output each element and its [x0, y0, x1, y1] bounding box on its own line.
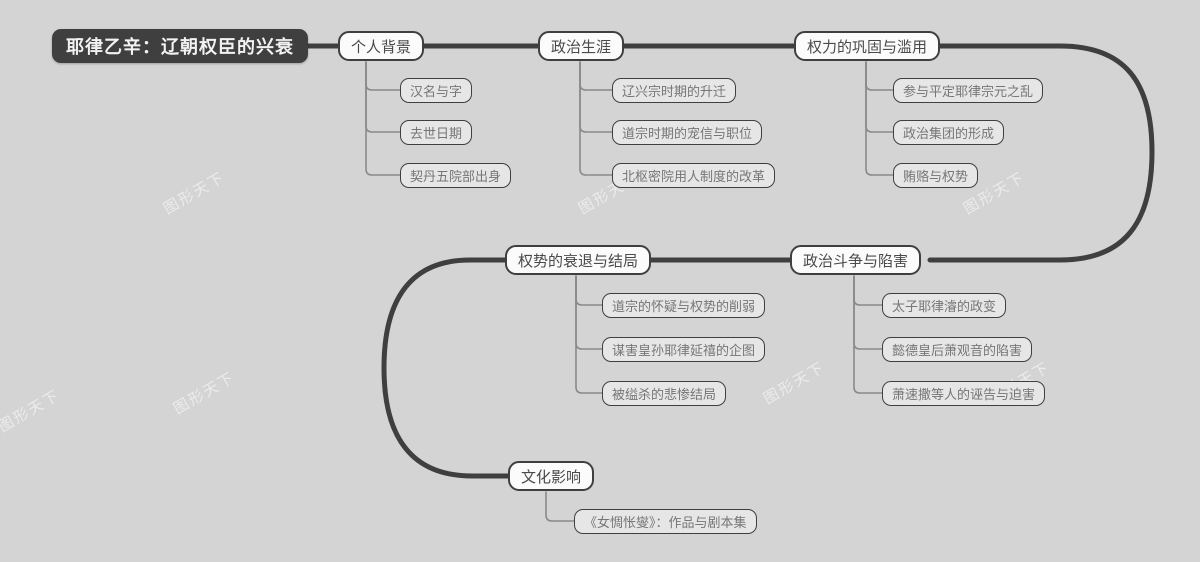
link-culture-child-1: [545, 491, 575, 522]
branch-node-political-career[interactable]: 政治生涯: [538, 31, 625, 61]
leaf-node-bureau-reform[interactable]: 北枢密院用人制度的改革: [612, 163, 776, 188]
leaf-node-false-accusation[interactable]: 萧速撒等人的诬告与迫害: [882, 381, 1046, 406]
leaf-node-death-date[interactable]: 去世日期: [400, 120, 473, 145]
link-decline-child-3: [575, 275, 603, 394]
link-career-child-3: [579, 61, 613, 176]
link-struggle-child-1: [853, 275, 883, 306]
link-power-child-2: [865, 61, 894, 133]
branch-node-cultural-influence[interactable]: 文化影响: [508, 461, 595, 491]
leaf-node-faction-formation[interactable]: 政治集团的形成: [893, 120, 1005, 145]
leaf-node-xingzong-promotion[interactable]: 辽兴宗时期的升迁: [612, 78, 737, 103]
branch-node-personal-background[interactable]: 个人背景: [338, 31, 425, 61]
leaf-node-khitan-origin[interactable]: 契丹五院部出身: [400, 163, 512, 188]
link-decline-child-1: [575, 275, 603, 306]
branch-node-power-consolidation[interactable]: 权力的巩固与滥用: [794, 31, 941, 61]
link-power-child-1: [865, 61, 894, 91]
link-personal-child-2: [365, 61, 401, 133]
leaf-node-daozong-favor[interactable]: 道宗时期的宠信与职位: [612, 120, 763, 145]
link-career-child-2: [579, 61, 613, 133]
link-power-child-3: [865, 61, 894, 176]
watermark: 图形天下: [0, 386, 64, 436]
link-decline-child-2: [575, 275, 603, 350]
leaf-node-literary-works[interactable]: 《女惆怅燮》：作品与剧本集: [574, 509, 757, 534]
link-decline-loop-left: [381, 257, 511, 479]
leaf-node-prince-coup[interactable]: 太子耶律濬的政变: [882, 293, 1007, 318]
leaf-node-strangled-ending[interactable]: 被缢杀的悲惨结局: [602, 381, 727, 406]
leaf-node-suppress-rebellion[interactable]: 参与平定耶律宗元之乱: [893, 78, 1044, 103]
link-personal-child-1: [365, 61, 401, 91]
link-struggle-child-2: [853, 275, 883, 350]
leaf-node-plot-against-grandson[interactable]: 谋害皇孙耶律延禧的企图: [602, 337, 766, 362]
root-node[interactable]: 耶律乙辛：辽朝权臣的兴衰: [52, 29, 308, 63]
leaf-node-bribery-power[interactable]: 贿赂与权势: [893, 163, 979, 188]
link-struggle-child-3: [853, 275, 883, 394]
leaf-node-chinese-name[interactable]: 汉名与字: [400, 78, 473, 103]
leaf-node-emperor-suspicion[interactable]: 道宗的怀疑与权势的削弱: [602, 293, 766, 318]
link-personal-child-3: [365, 61, 401, 176]
leaf-node-empress-framing[interactable]: 懿德皇后萧观音的陷害: [882, 337, 1033, 362]
branch-node-decline-and-end[interactable]: 权势的衰退与结局: [505, 245, 652, 275]
watermark: 图形天下: [760, 358, 829, 408]
watermark: 图形天下: [170, 368, 239, 418]
watermark: 图形天下: [160, 168, 229, 218]
link-career-child-1: [579, 61, 613, 91]
branch-node-political-struggle[interactable]: 政治斗争与陷害: [790, 245, 922, 275]
